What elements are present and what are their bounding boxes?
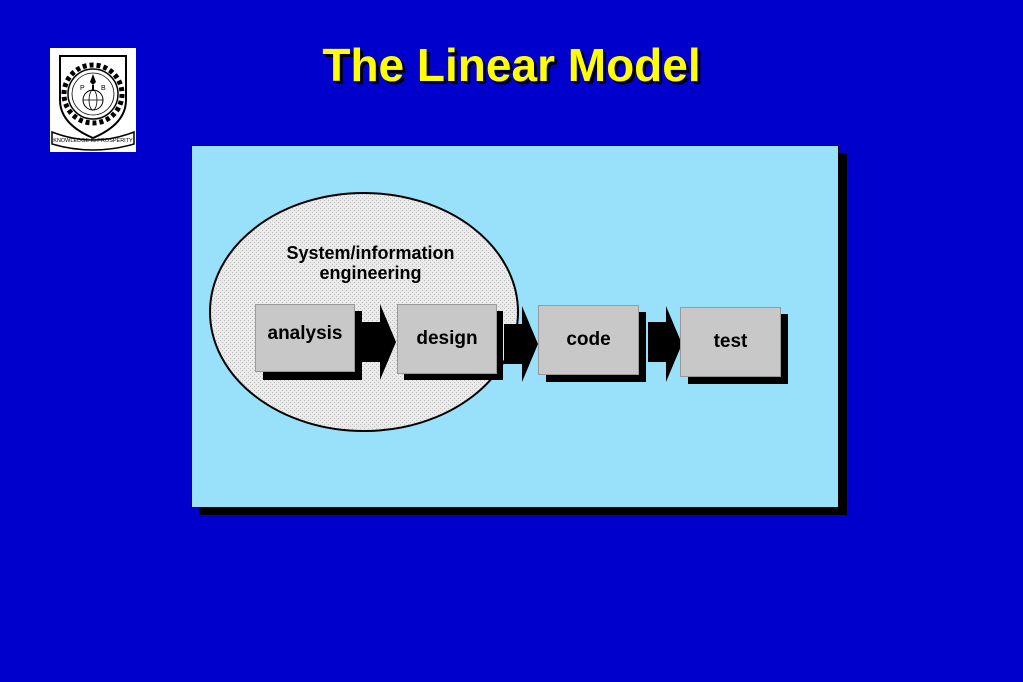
logo-motto: KNOWLEDGE IS PROSPERITY bbox=[53, 138, 133, 144]
logo-letter-p: P bbox=[80, 85, 85, 92]
logo-letter-b: B bbox=[101, 85, 106, 92]
step-code-label: code bbox=[566, 329, 611, 350]
step-design-label: design bbox=[416, 328, 478, 349]
arrow-design-to-code bbox=[504, 306, 538, 382]
arrow-code-to-test bbox=[648, 306, 682, 382]
step-code-box: code bbox=[538, 305, 639, 375]
step-test-label: test bbox=[713, 331, 748, 352]
arrow-analysis-to-design bbox=[362, 304, 396, 380]
step-analysis-box: analysis bbox=[255, 304, 355, 372]
step-analysis-label: analysis bbox=[267, 323, 343, 344]
slide-title: The Linear Model bbox=[322, 39, 701, 91]
step-test-box: test bbox=[680, 307, 781, 377]
college-logo: P B KNOWLEDGE IS PROSPERITY bbox=[50, 48, 136, 152]
logo-emblem: P B KNOWLEDGE IS PROSPERITY bbox=[51, 55, 135, 151]
ellipse-label-line1: System/information bbox=[286, 243, 455, 263]
step-design-box: design bbox=[397, 304, 497, 374]
ellipse-label-line2: engineering bbox=[319, 263, 422, 283]
system-engineering-label: System/information engineering bbox=[258, 243, 483, 283]
